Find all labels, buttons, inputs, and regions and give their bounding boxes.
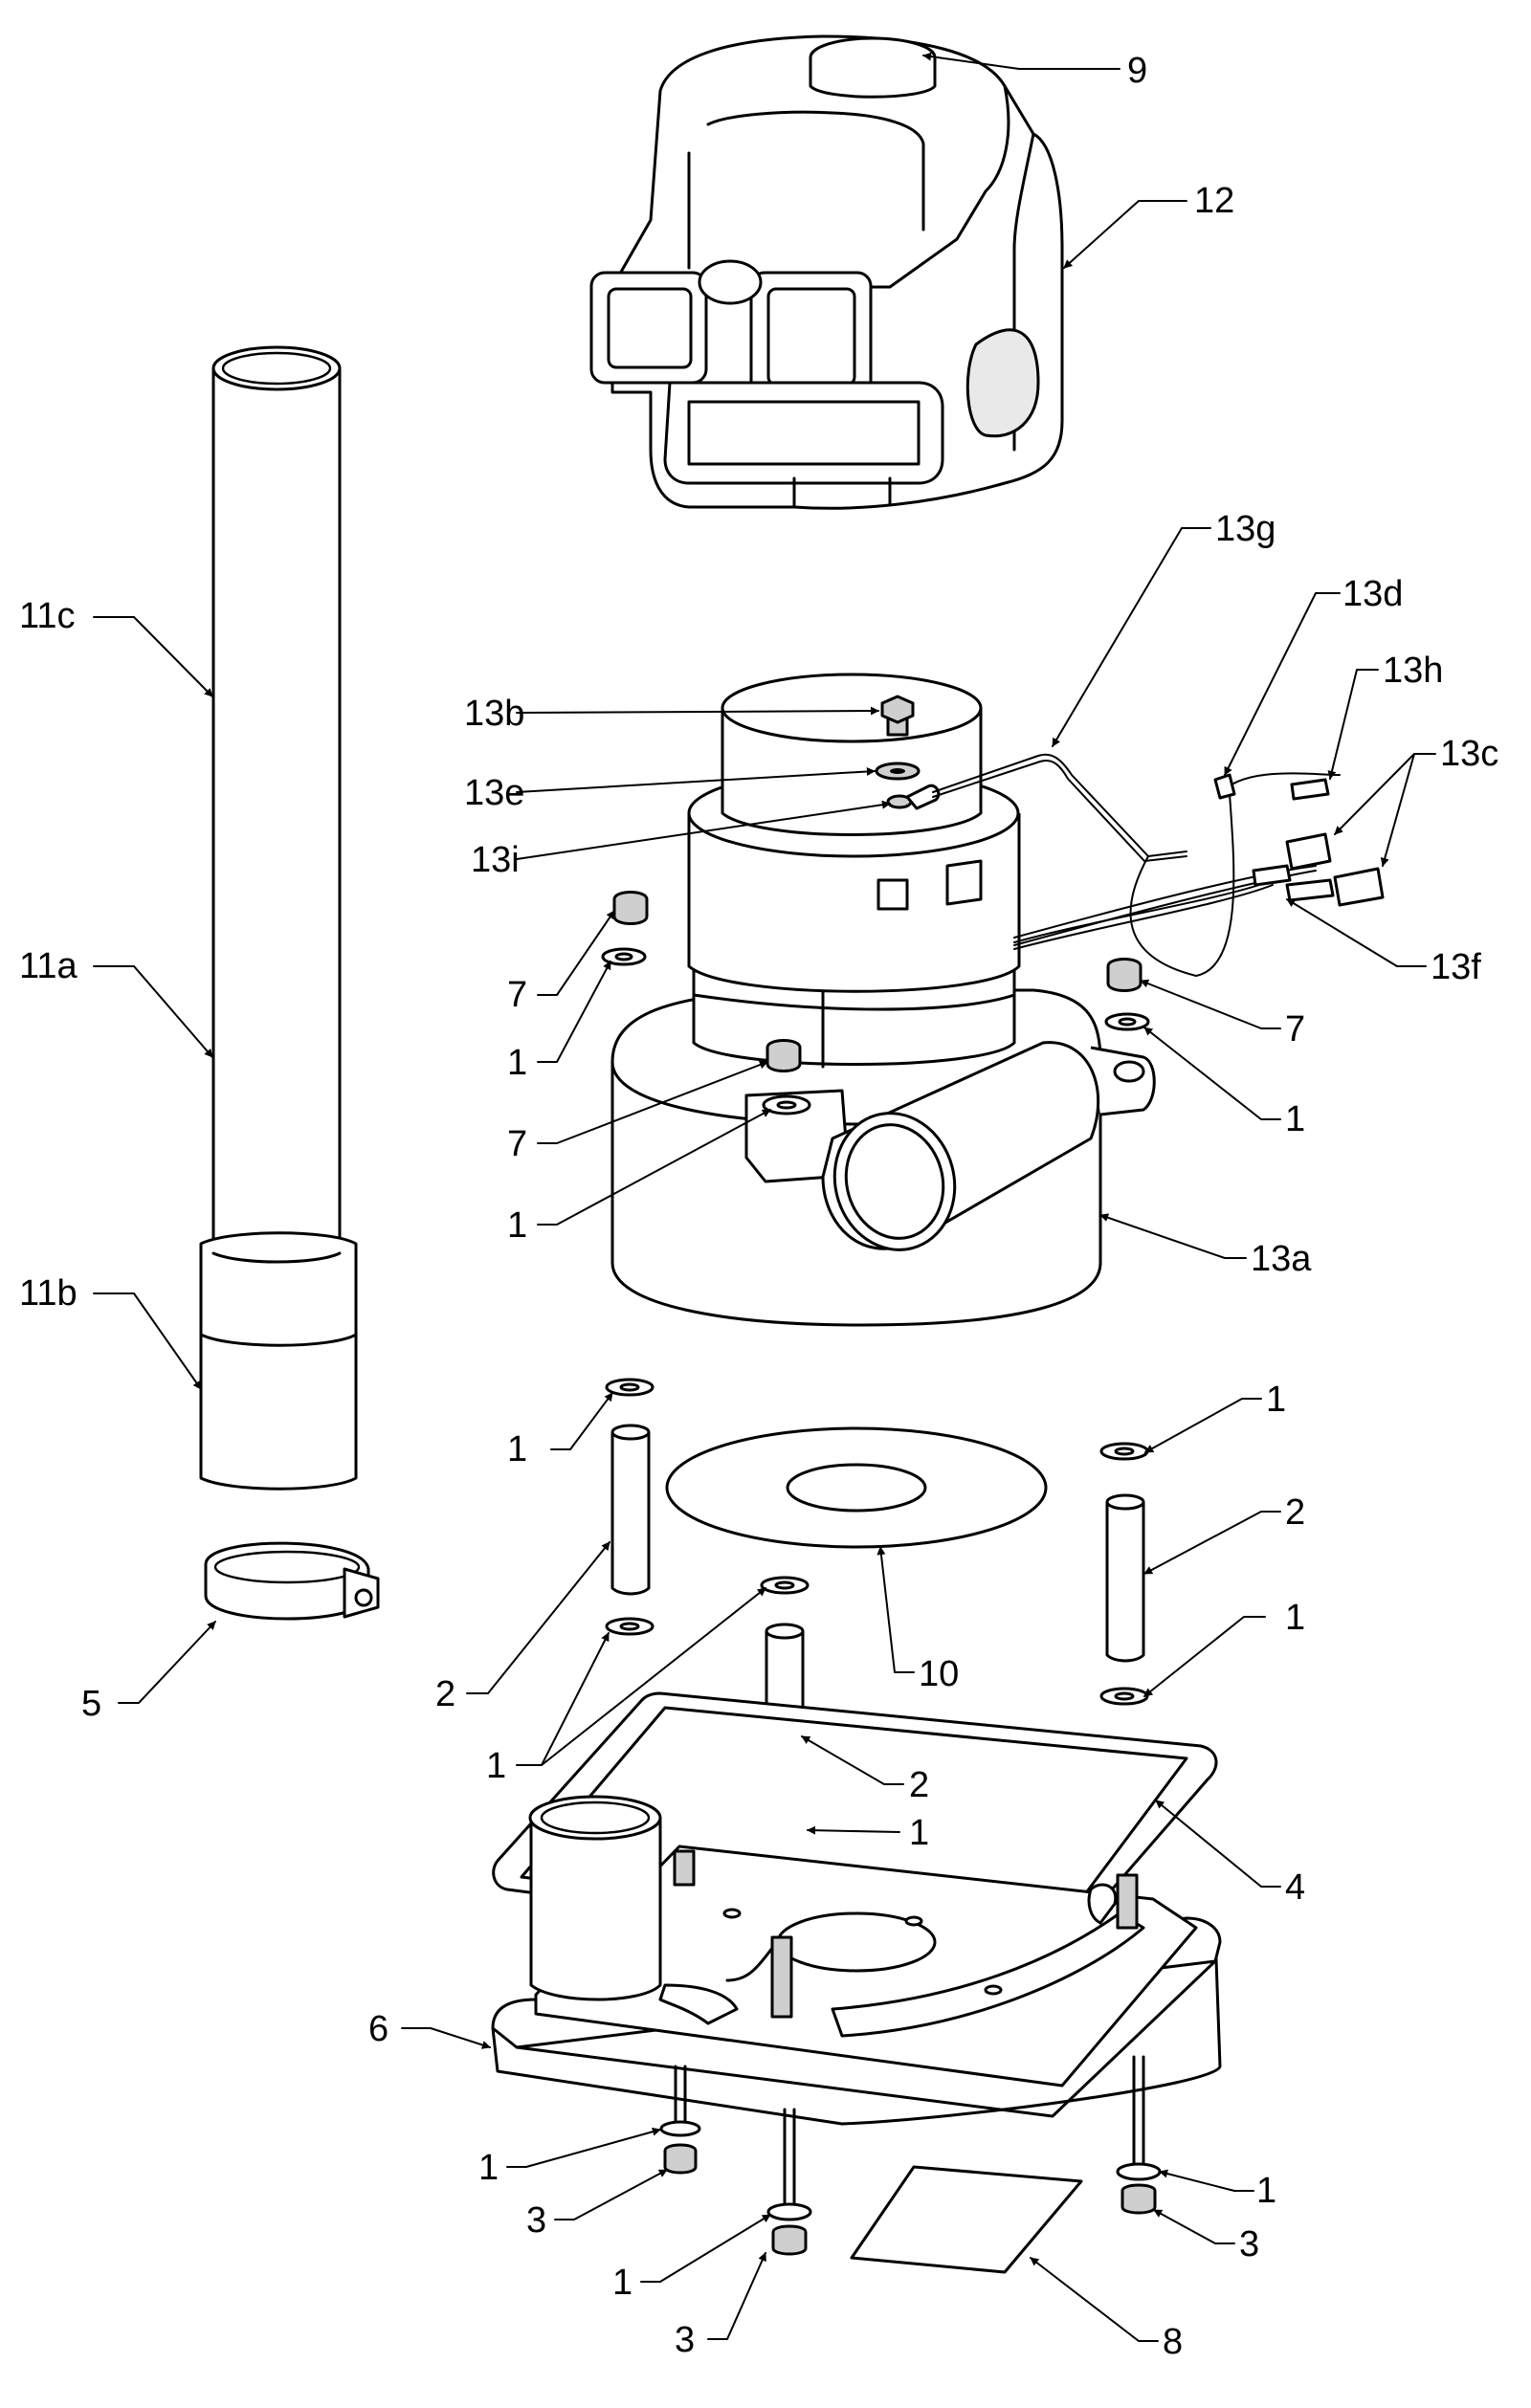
label-4: 4 <box>1285 1867 1305 1908</box>
intake-housing <box>589 34 1064 510</box>
gasket <box>665 1426 1048 1549</box>
label-2-right: 2 <box>1285 1492 1305 1533</box>
hose-assembly <box>199 345 358 1491</box>
label-6: 6 <box>368 2009 388 2049</box>
callout-labels: 9 12 11c 13g 13d 13h 13c 13b 13e 13i 13f… <box>19 51 1498 2362</box>
label-3-bottom-right: 3 <box>1239 2224 1259 2264</box>
label-11c: 11c <box>19 596 75 636</box>
label-13c: 13c <box>1440 734 1498 774</box>
label-1-spacer-center-bottom: 1 <box>909 1813 929 1853</box>
label-13b: 13b <box>464 694 524 734</box>
label-11b: 11b <box>19 1273 78 1314</box>
label-1-bottom-center: 1 <box>612 2263 632 2303</box>
label-7-right: 7 <box>1285 1009 1305 1049</box>
label-3-bottom-left: 3 <box>526 2200 546 2241</box>
label-2-left: 2 <box>435 1674 455 1714</box>
label-1-spacer-right-bottom: 1 <box>1285 1598 1305 1638</box>
label-12: 12 <box>1194 181 1234 221</box>
label-8: 8 <box>1163 2322 1183 2362</box>
leader-lines <box>93 52 1436 2342</box>
wiring-harness <box>932 753 1385 977</box>
label-13a: 13a <box>1251 1239 1312 1279</box>
bottom-fasteners <box>659 2055 1162 2256</box>
label-7-center: 7 <box>507 1124 527 1164</box>
label-3-bottom-center: 3 <box>675 2320 695 2360</box>
label-1-right-washer: 1 <box>1285 1099 1305 1139</box>
label-7-left: 7 <box>507 975 527 1015</box>
clamp <box>204 1541 380 1621</box>
label-13h: 13h <box>1383 651 1443 691</box>
label-13f: 13f <box>1431 947 1481 987</box>
label-1-spacer-left-top: 1 <box>507 1429 527 1469</box>
label-1-bottom-right: 1 <box>1256 2171 1276 2211</box>
label-11a: 11a <box>19 946 78 986</box>
label-plate <box>850 2165 1083 2274</box>
label-9: 9 <box>1127 51 1147 91</box>
label-1-left-washer: 1 <box>507 1043 527 1083</box>
label-13e: 13e <box>464 773 524 813</box>
label-13i: 13i <box>471 840 520 880</box>
label-13d: 13d <box>1342 574 1403 614</box>
label-1-bottom-left: 1 <box>478 2148 499 2188</box>
label-2-center: 2 <box>909 1765 929 1805</box>
label-1-spacer-left-bottom: 1 <box>486 1746 506 1786</box>
motor-assembly <box>610 673 1156 1327</box>
label-5: 5 <box>81 1684 101 1724</box>
motor-fasteners <box>601 891 1150 1116</box>
label-1-center-washer: 1 <box>507 1205 527 1246</box>
spacers-and-washers <box>605 1378 1149 1839</box>
label-13g: 13g <box>1215 509 1276 549</box>
label-1-spacer-right-top: 1 <box>1266 1380 1286 1420</box>
label-10: 10 <box>919 1654 959 1694</box>
